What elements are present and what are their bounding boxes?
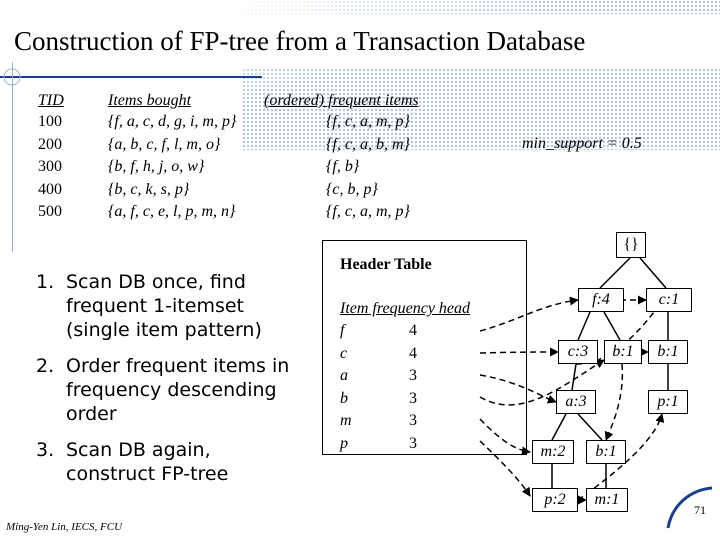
head-link-m <box>479 418 531 456</box>
tree-node-b1-under-f: b:1 <box>604 340 642 364</box>
steps-list: 1. Scan DB once, find frequent 1-itemset… <box>36 270 336 498</box>
tid-cell: 500 <box>38 203 62 220</box>
step-number: 1. <box>36 271 55 293</box>
head-link-a <box>479 374 557 404</box>
items-cell: {a, f, c, e, l, p, m, n} <box>108 203 236 220</box>
header-item-column: f c a b m p <box>340 320 352 455</box>
header-item: a <box>340 367 348 384</box>
items-cell: {b, c, k, s, p} <box>108 180 190 198</box>
step-text: Scan DB again, construct FP-tree <box>66 439 229 485</box>
tid-cell: 300 <box>38 158 62 175</box>
edge-c3-a3 <box>571 363 577 391</box>
page-title: Construction of FP-tree from a Transacti… <box>14 26 586 56</box>
node-link-b-b2 <box>604 363 624 441</box>
ordered-cell: {f, b} <box>326 158 360 175</box>
edge-root-f4 <box>599 257 631 289</box>
step-number: 2. <box>36 355 55 377</box>
items-cell: {a, b, c, f, l, m, o} <box>108 135 221 153</box>
min-support-label: min_support = 0.5 <box>522 135 642 152</box>
tree-node-m1: m:1 <box>586 488 628 512</box>
tree-node-c1: c:1 <box>646 288 692 312</box>
tree-node-c3: c:3 <box>558 340 598 364</box>
items-header: Items bought <box>108 92 192 109</box>
tree-node-b1-under-a: b:1 <box>586 440 626 464</box>
title-background <box>0 14 720 68</box>
tree-node-a3: a:3 <box>556 390 596 414</box>
node-link-p-p <box>577 413 665 501</box>
step-number: 3. <box>36 439 55 461</box>
header-item: f <box>340 322 345 339</box>
ordered-cell: {f, c, a, m, p} <box>326 203 410 220</box>
tid-cell: 200 <box>38 135 62 153</box>
ordered-cell: {f, c, a, m, p} <box>326 113 410 130</box>
title-rule <box>0 76 262 78</box>
header-table-title: Header Table <box>340 256 432 273</box>
items-cell: {f, a, c, d, g, i, m, p} <box>108 113 237 130</box>
ordered-cell: {c, b, p} <box>326 180 378 198</box>
header-item: m <box>340 412 352 429</box>
header-item: b <box>340 389 348 407</box>
step-item: 2. Order frequent items in frequency des… <box>36 354 336 426</box>
ordered-cell: {f, c, a, b, m} <box>326 135 410 153</box>
header-frequency: 4 <box>409 344 417 362</box>
edge-f4-c3 <box>577 311 591 341</box>
header-frequency: 4 <box>409 322 417 339</box>
step-text: Scan DB once, find frequent 1-itemset (s… <box>66 271 262 341</box>
tid-header: TID <box>38 92 64 109</box>
tree-node-f4: f:4 <box>578 288 624 312</box>
items-column: {f, a, c, d, g, i, m, p} {a, b, c, f, l,… <box>108 111 236 224</box>
footer-author: Ming-Yen Lin, IECS, FCU <box>6 521 123 533</box>
step-text: Order frequent items in frequency descen… <box>66 355 290 425</box>
items-cell: {b, f, h, j, o, w} <box>108 158 205 175</box>
ordered-column: {f, c, a, m, p} {f, c, a, b, m} {f, b} {… <box>326 111 410 224</box>
header-frequency: 3 <box>409 412 417 429</box>
edge-root-c1 <box>639 257 667 289</box>
header-frequency: 3 <box>409 367 417 384</box>
tree-node-p2: p:2 <box>532 488 578 512</box>
edge-a3-b1c <box>577 413 603 441</box>
header-item: p <box>340 434 348 452</box>
head-link-p <box>479 440 531 497</box>
tree-node-p1: p:1 <box>648 390 688 414</box>
header-table-box <box>322 240 527 455</box>
header-frequency-column: 4 4 3 3 3 3 <box>409 320 417 455</box>
tid-cell: 400 <box>38 180 62 198</box>
header-frequency: 3 <box>409 434 417 452</box>
step-item: 3. Scan DB again, construct FP-tree <box>36 438 336 486</box>
tree-node-b1-under-c: b:1 <box>648 340 688 364</box>
edge-f4-b1a <box>603 311 621 341</box>
slide-number: 71 <box>694 503 706 517</box>
header-frequency: 3 <box>409 389 417 407</box>
edge-a3-m2 <box>551 413 567 441</box>
tid-column: 100 200 300 400 500 <box>38 111 62 224</box>
head-link-b <box>479 359 605 406</box>
step-item: 1. Scan DB once, find frequent 1-itemset… <box>36 270 336 342</box>
left-rule <box>12 62 13 252</box>
tid-cell: 100 <box>38 113 62 130</box>
tree-node-m2: m:2 <box>532 440 574 464</box>
header-table-column-header: Item frequency head <box>340 300 471 317</box>
tree-root-node: {} <box>616 232 646 258</box>
head-link-c <box>479 347 559 357</box>
ordered-header: (ordered) frequent items <box>264 92 419 109</box>
header-item: c <box>340 344 348 362</box>
head-link-f <box>479 296 579 332</box>
